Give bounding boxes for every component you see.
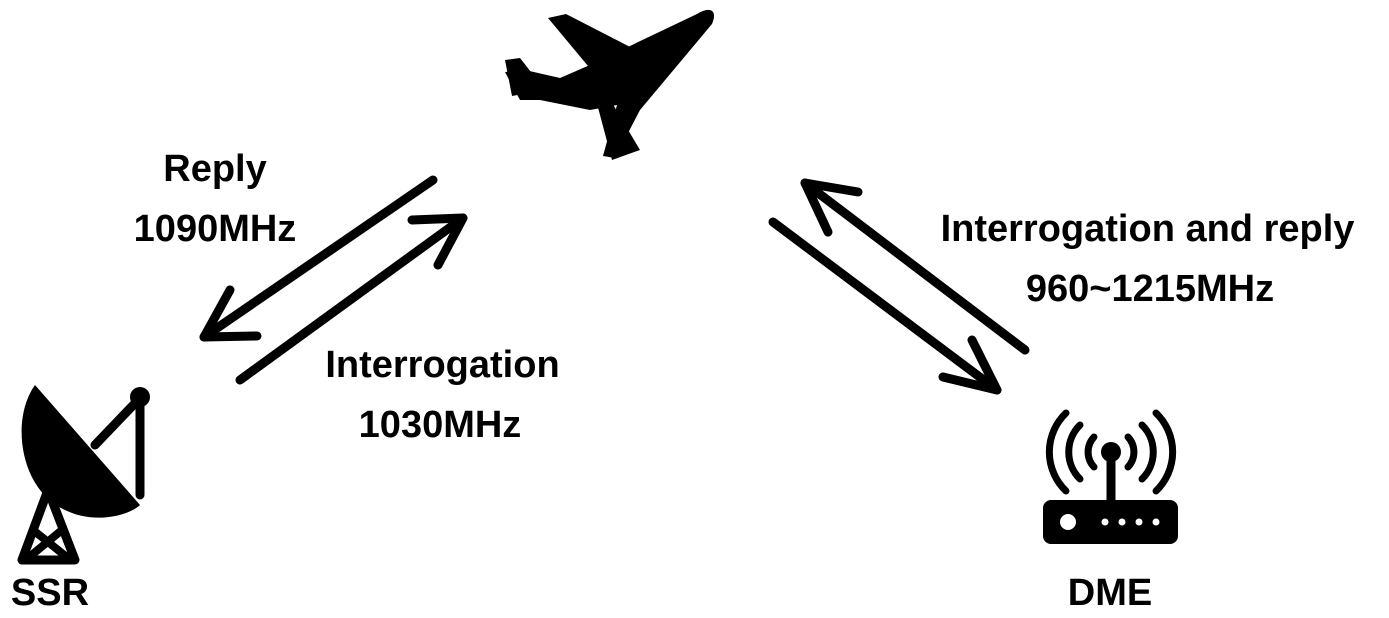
airplane-icon <box>505 9 715 160</box>
radar-dish-icon <box>17 385 150 565</box>
interrogation-frequency: 1030MHz <box>358 404 522 446</box>
dme-label: DME <box>1067 572 1153 614</box>
ssr-label: SSR <box>10 572 90 614</box>
reply-frequency: 1090MHz <box>133 208 297 250</box>
dme-link-frequency: 960~1215MHz <box>1025 268 1275 310</box>
interrogation-arrow <box>235 213 468 385</box>
reply-title: Reply <box>163 148 267 190</box>
wireless-router-icon <box>1043 409 1178 544</box>
dme-link-title: Interrogation and reply <box>940 208 1355 250</box>
dme-up-arrow <box>800 178 1030 355</box>
dme-down-arrow <box>768 217 1002 395</box>
reply-arrow <box>199 175 438 342</box>
interrogation-title: Interrogation <box>325 344 560 386</box>
